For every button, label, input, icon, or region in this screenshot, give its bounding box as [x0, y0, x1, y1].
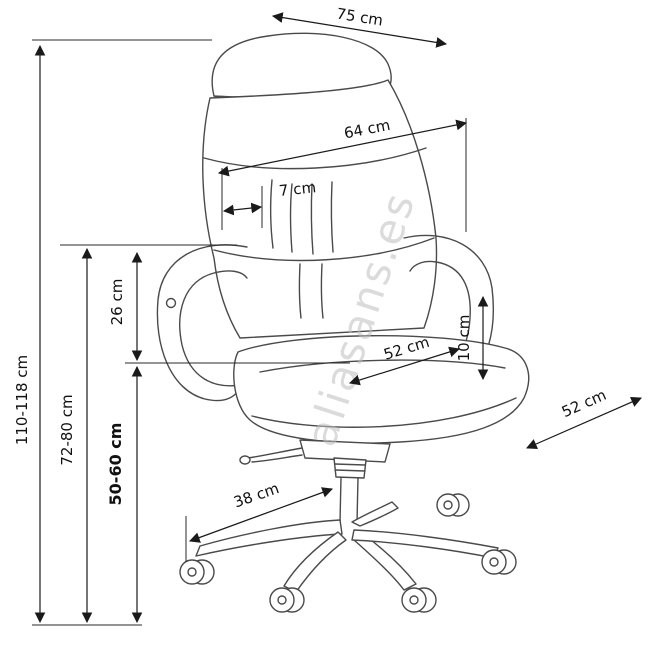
dim-armrest-height-label: 72-80 cm: [58, 394, 76, 465]
caster-wheel: [401, 587, 437, 613]
dim-base-leg-line: [188, 487, 334, 543]
caster-wheel: [179, 559, 215, 585]
dim-seat-height-label: 50-60 cm: [106, 423, 125, 506]
dim-base-leg-label: 38 cm: [231, 479, 281, 511]
dim-overall-height-label: 110-118 cm: [13, 355, 31, 445]
dim-seat-thickness-label: 10 cm: [455, 315, 473, 362]
dim-seat-width-line: [348, 346, 461, 386]
dim-backrest-top-width-line: [271, 12, 448, 48]
dim-backrest-width-line: [217, 119, 468, 177]
chair-mechanism: [299, 439, 391, 463]
dim-backrest-top-width-label: 75 cm: [335, 5, 384, 30]
dim-seat-depth-line: [526, 396, 642, 450]
caster-wheel: [269, 587, 305, 613]
dim-headrest-depth-line: [222, 202, 263, 216]
dim-armrest-to-seat-label: 26 cm: [108, 279, 126, 326]
tilt-lever: [247, 447, 303, 459]
armrest-screw: [165, 297, 177, 309]
caster-wheel: [481, 549, 517, 575]
chair-base: [179, 493, 517, 613]
caster-wheel: [436, 493, 470, 517]
gas-lift: [333, 457, 367, 479]
dim-headrest-depth-label: 7 cm: [278, 178, 317, 200]
chair-armrest-left: [156, 244, 248, 402]
dimension-lines: [32, 12, 642, 626]
